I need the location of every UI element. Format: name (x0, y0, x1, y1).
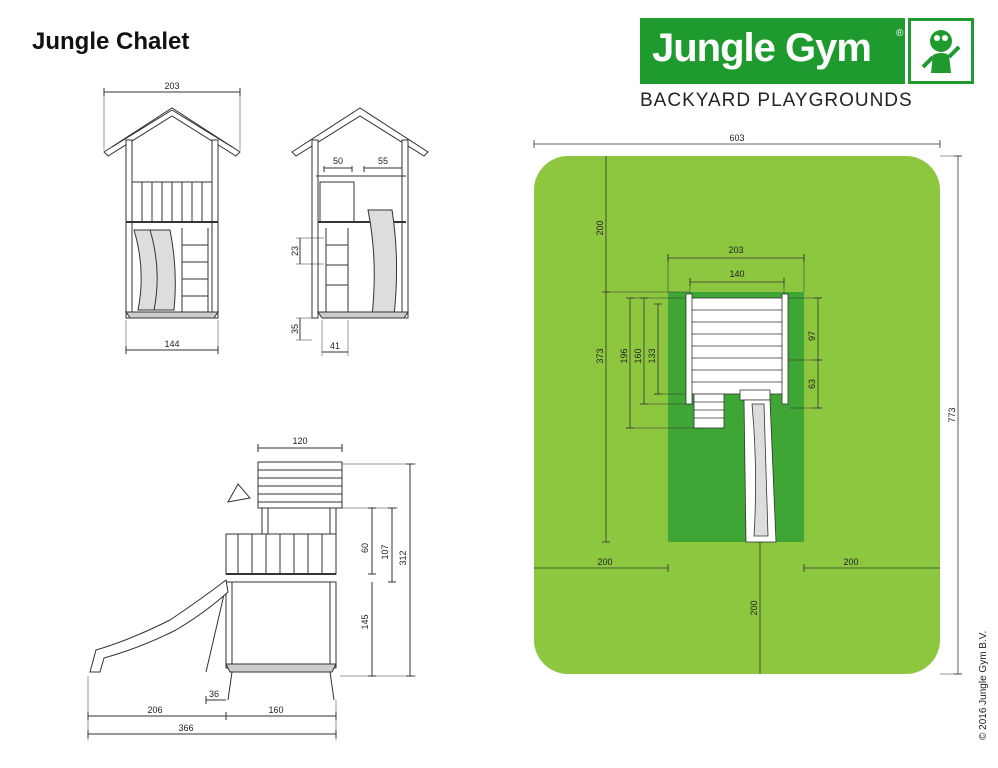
dim-front-base: 144 (164, 339, 179, 349)
dim-side-b: 55 (378, 156, 388, 166)
dim-side-a: 50 (333, 156, 343, 166)
dim-clear-back: 200 (595, 220, 605, 235)
dim-right-63: 63 (807, 379, 817, 389)
dim-clear-front: 200 (749, 600, 759, 615)
plan-view (533, 140, 962, 675)
logo-registered-mark: ® (896, 28, 904, 39)
dim-total-length: 366 (178, 723, 193, 733)
dim-depth-133: 133 (647, 348, 657, 363)
dim-frame-inner: 140 (729, 269, 744, 279)
logo-banner: Jungle Gym ® (640, 18, 905, 84)
dim-zone-depth: 773 (947, 407, 957, 422)
dim-front-width: 203 (164, 81, 179, 91)
dim-depth-160: 160 (633, 348, 643, 363)
dim-depth-196: 196 (619, 348, 629, 363)
dim-side-c: 23 (290, 246, 300, 256)
dim-base-width: 160 (268, 705, 283, 715)
logo-wordmark: Jungle Gym (652, 26, 872, 70)
dim-depth-total: 373 (595, 348, 605, 363)
dim-right-97: 97 (807, 331, 817, 341)
brand-logo: Jungle Gym ® BACKYARD PLAYGROUNDS (640, 18, 974, 113)
side-view (291, 107, 429, 356)
side-elevation (87, 444, 416, 740)
dim-zone-width: 603 (729, 133, 744, 143)
dim-total-height: 312 (398, 550, 408, 565)
dim-clear-left: 200 (597, 557, 612, 567)
dim-frame-outer: 203 (728, 245, 743, 255)
dim-rail-height: 60 (360, 543, 370, 553)
front-view (103, 88, 241, 354)
dim-ladder-offset: 36 (209, 689, 219, 699)
dim-clear-right: 200 (843, 557, 858, 567)
mascot-icon (908, 18, 974, 84)
dim-107: 107 (380, 544, 390, 559)
logo-tagline: BACKYARD PLAYGROUNDS (640, 90, 913, 111)
dim-roof-width: 120 (292, 436, 307, 446)
dim-slide-reach: 206 (147, 705, 162, 715)
plan-structure (685, 293, 789, 543)
dim-side-e: 41 (330, 341, 340, 351)
dim-side-d: 35 (290, 324, 300, 334)
page-title: Jungle Chalet (32, 28, 190, 55)
dim-deck-height: 145 (360, 614, 370, 629)
copyright-notice: © 2016 Jungle Gym B.V. (978, 630, 989, 740)
